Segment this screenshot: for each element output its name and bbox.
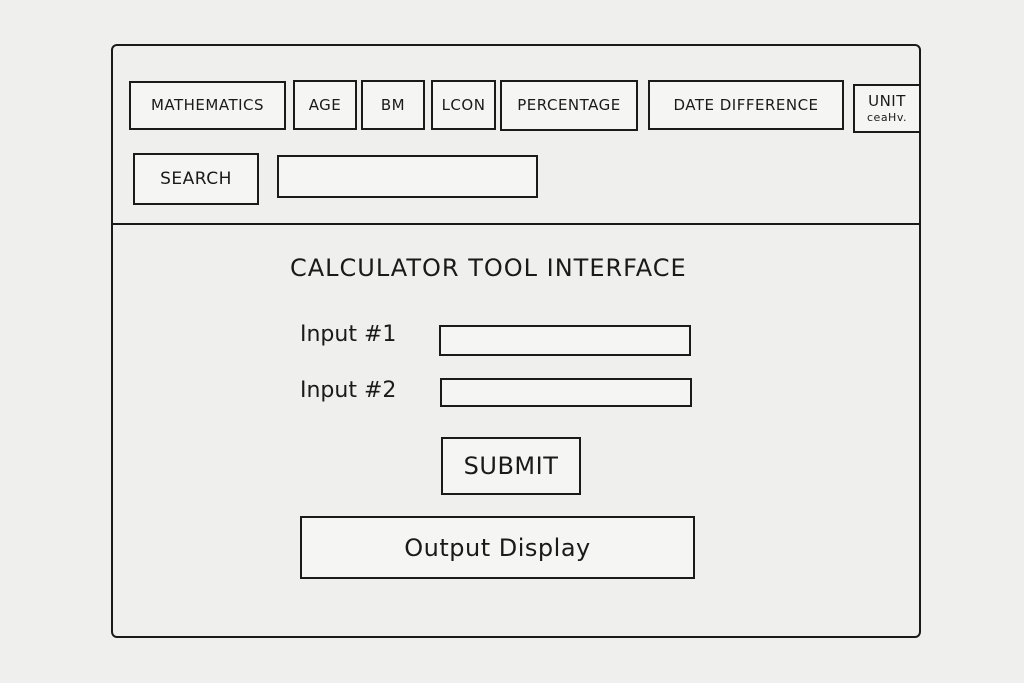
input2-field[interactable] (440, 378, 692, 407)
tab-percentage[interactable]: PERCENTAGE (500, 80, 638, 131)
tab-sublabel: ceaHv. (867, 111, 907, 124)
input2-label: Input #2 (300, 378, 397, 403)
tab-bm[interactable]: BM (361, 80, 425, 130)
tab-date-difference[interactable]: DATE DIFFERENCE (648, 80, 844, 130)
tab-label: MATHEMATICS (150, 96, 265, 114)
search-button-label: SEARCH (160, 168, 232, 189)
search-input[interactable] (277, 155, 538, 198)
input1-field[interactable] (439, 325, 691, 356)
tab-label: PERCENTAGE (517, 96, 621, 114)
tab-label: AGE (308, 95, 342, 114)
header-divider (111, 223, 921, 225)
output-display: Output Display (300, 516, 695, 579)
submit-button[interactable]: SUBMIT (441, 437, 581, 495)
tab-label: UNIT (868, 92, 906, 110)
page-title: CALCULATOR TOOL INTERFACE (290, 254, 687, 282)
search-button[interactable]: SEARCH (133, 153, 259, 205)
tab-age[interactable]: AGE (293, 80, 357, 130)
input1-label: Input #1 (300, 322, 397, 347)
tab-unit-converter[interactable]: UNIT ceaHv. (853, 84, 921, 133)
tab-label: BM (380, 95, 406, 114)
tab-mathematics[interactable]: MATHEMATICS (129, 81, 286, 130)
app-window (111, 44, 921, 638)
tab-label: DATE DIFFERENCE (673, 95, 819, 114)
tab-lcon[interactable]: LCON (431, 80, 496, 130)
output-text: Output Display (404, 533, 591, 562)
submit-label: SUBMIT (463, 452, 559, 480)
tab-label: LCON (441, 95, 486, 114)
